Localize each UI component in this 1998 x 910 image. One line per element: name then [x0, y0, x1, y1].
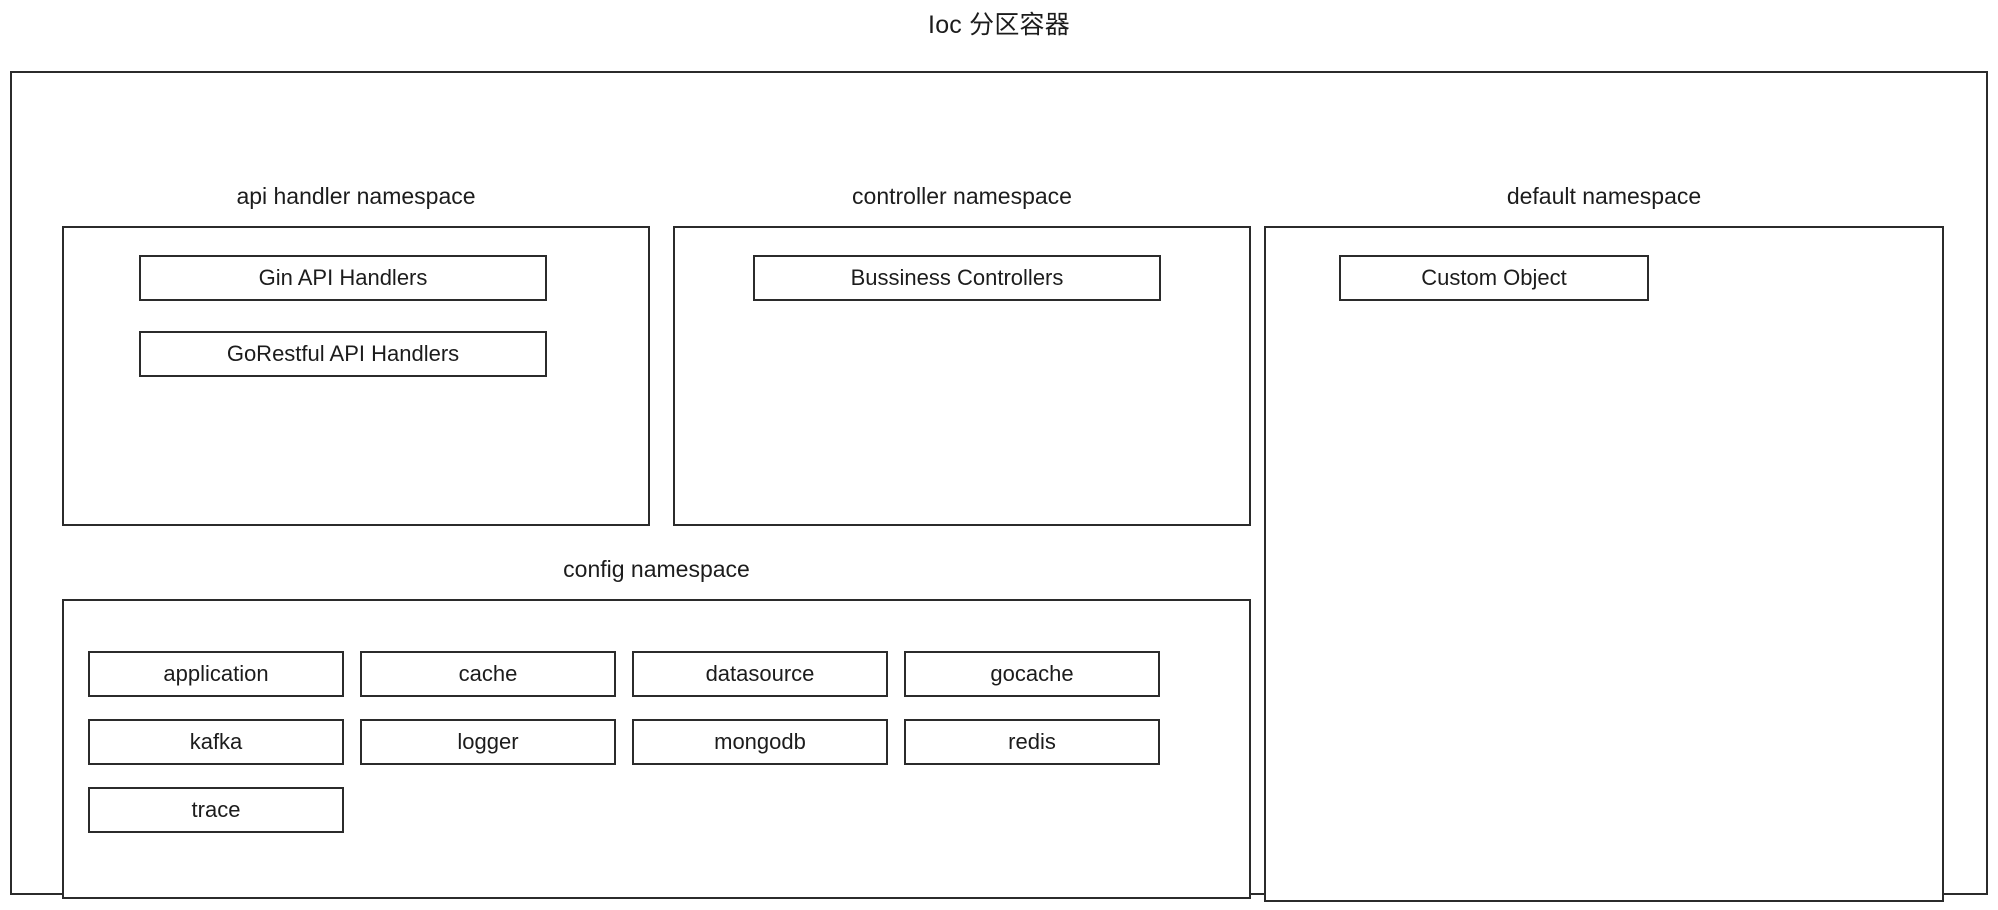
component-datasource[interactable]: datasource — [632, 651, 888, 697]
namespace-api-handler-label: api handler namespace — [236, 183, 476, 209]
namespace-api-handler-box: Gin API Handlers GoRestful API Handlers — [62, 226, 650, 526]
component-custom-object[interactable]: Custom Object — [1339, 255, 1649, 301]
component-cache[interactable]: cache — [360, 651, 616, 697]
namespace-config-label: config namespace — [563, 556, 750, 582]
namespace-controller-label: controller namespace — [852, 183, 1072, 209]
component-gin-api-handlers[interactable]: Gin API Handlers — [139, 255, 547, 301]
diagram-title: Ioc 分区容器 — [928, 11, 1070, 39]
component-gocache[interactable]: gocache — [904, 651, 1160, 697]
component-kafka[interactable]: kafka — [88, 719, 344, 765]
ioc-container: api handler namespace Gin API Handlers G… — [10, 71, 1988, 902]
namespace-default-box: Custom Object — [1264, 226, 1944, 902]
component-application[interactable]: application — [88, 651, 344, 697]
namespace-config-box: application cache datasource gocache kaf… — [62, 599, 1251, 899]
component-bussiness-controllers[interactable]: Bussiness Controllers — [753, 255, 1161, 301]
namespace-controller-box: Bussiness Controllers — [673, 226, 1251, 526]
namespace-default-label: default namespace — [1506, 183, 1702, 209]
component-trace[interactable]: trace — [88, 787, 344, 833]
component-logger[interactable]: logger — [360, 719, 616, 765]
component-redis[interactable]: redis — [904, 719, 1160, 765]
component-gorestful-api-handlers[interactable]: GoRestful API Handlers — [139, 331, 547, 377]
component-mongodb[interactable]: mongodb — [632, 719, 888, 765]
